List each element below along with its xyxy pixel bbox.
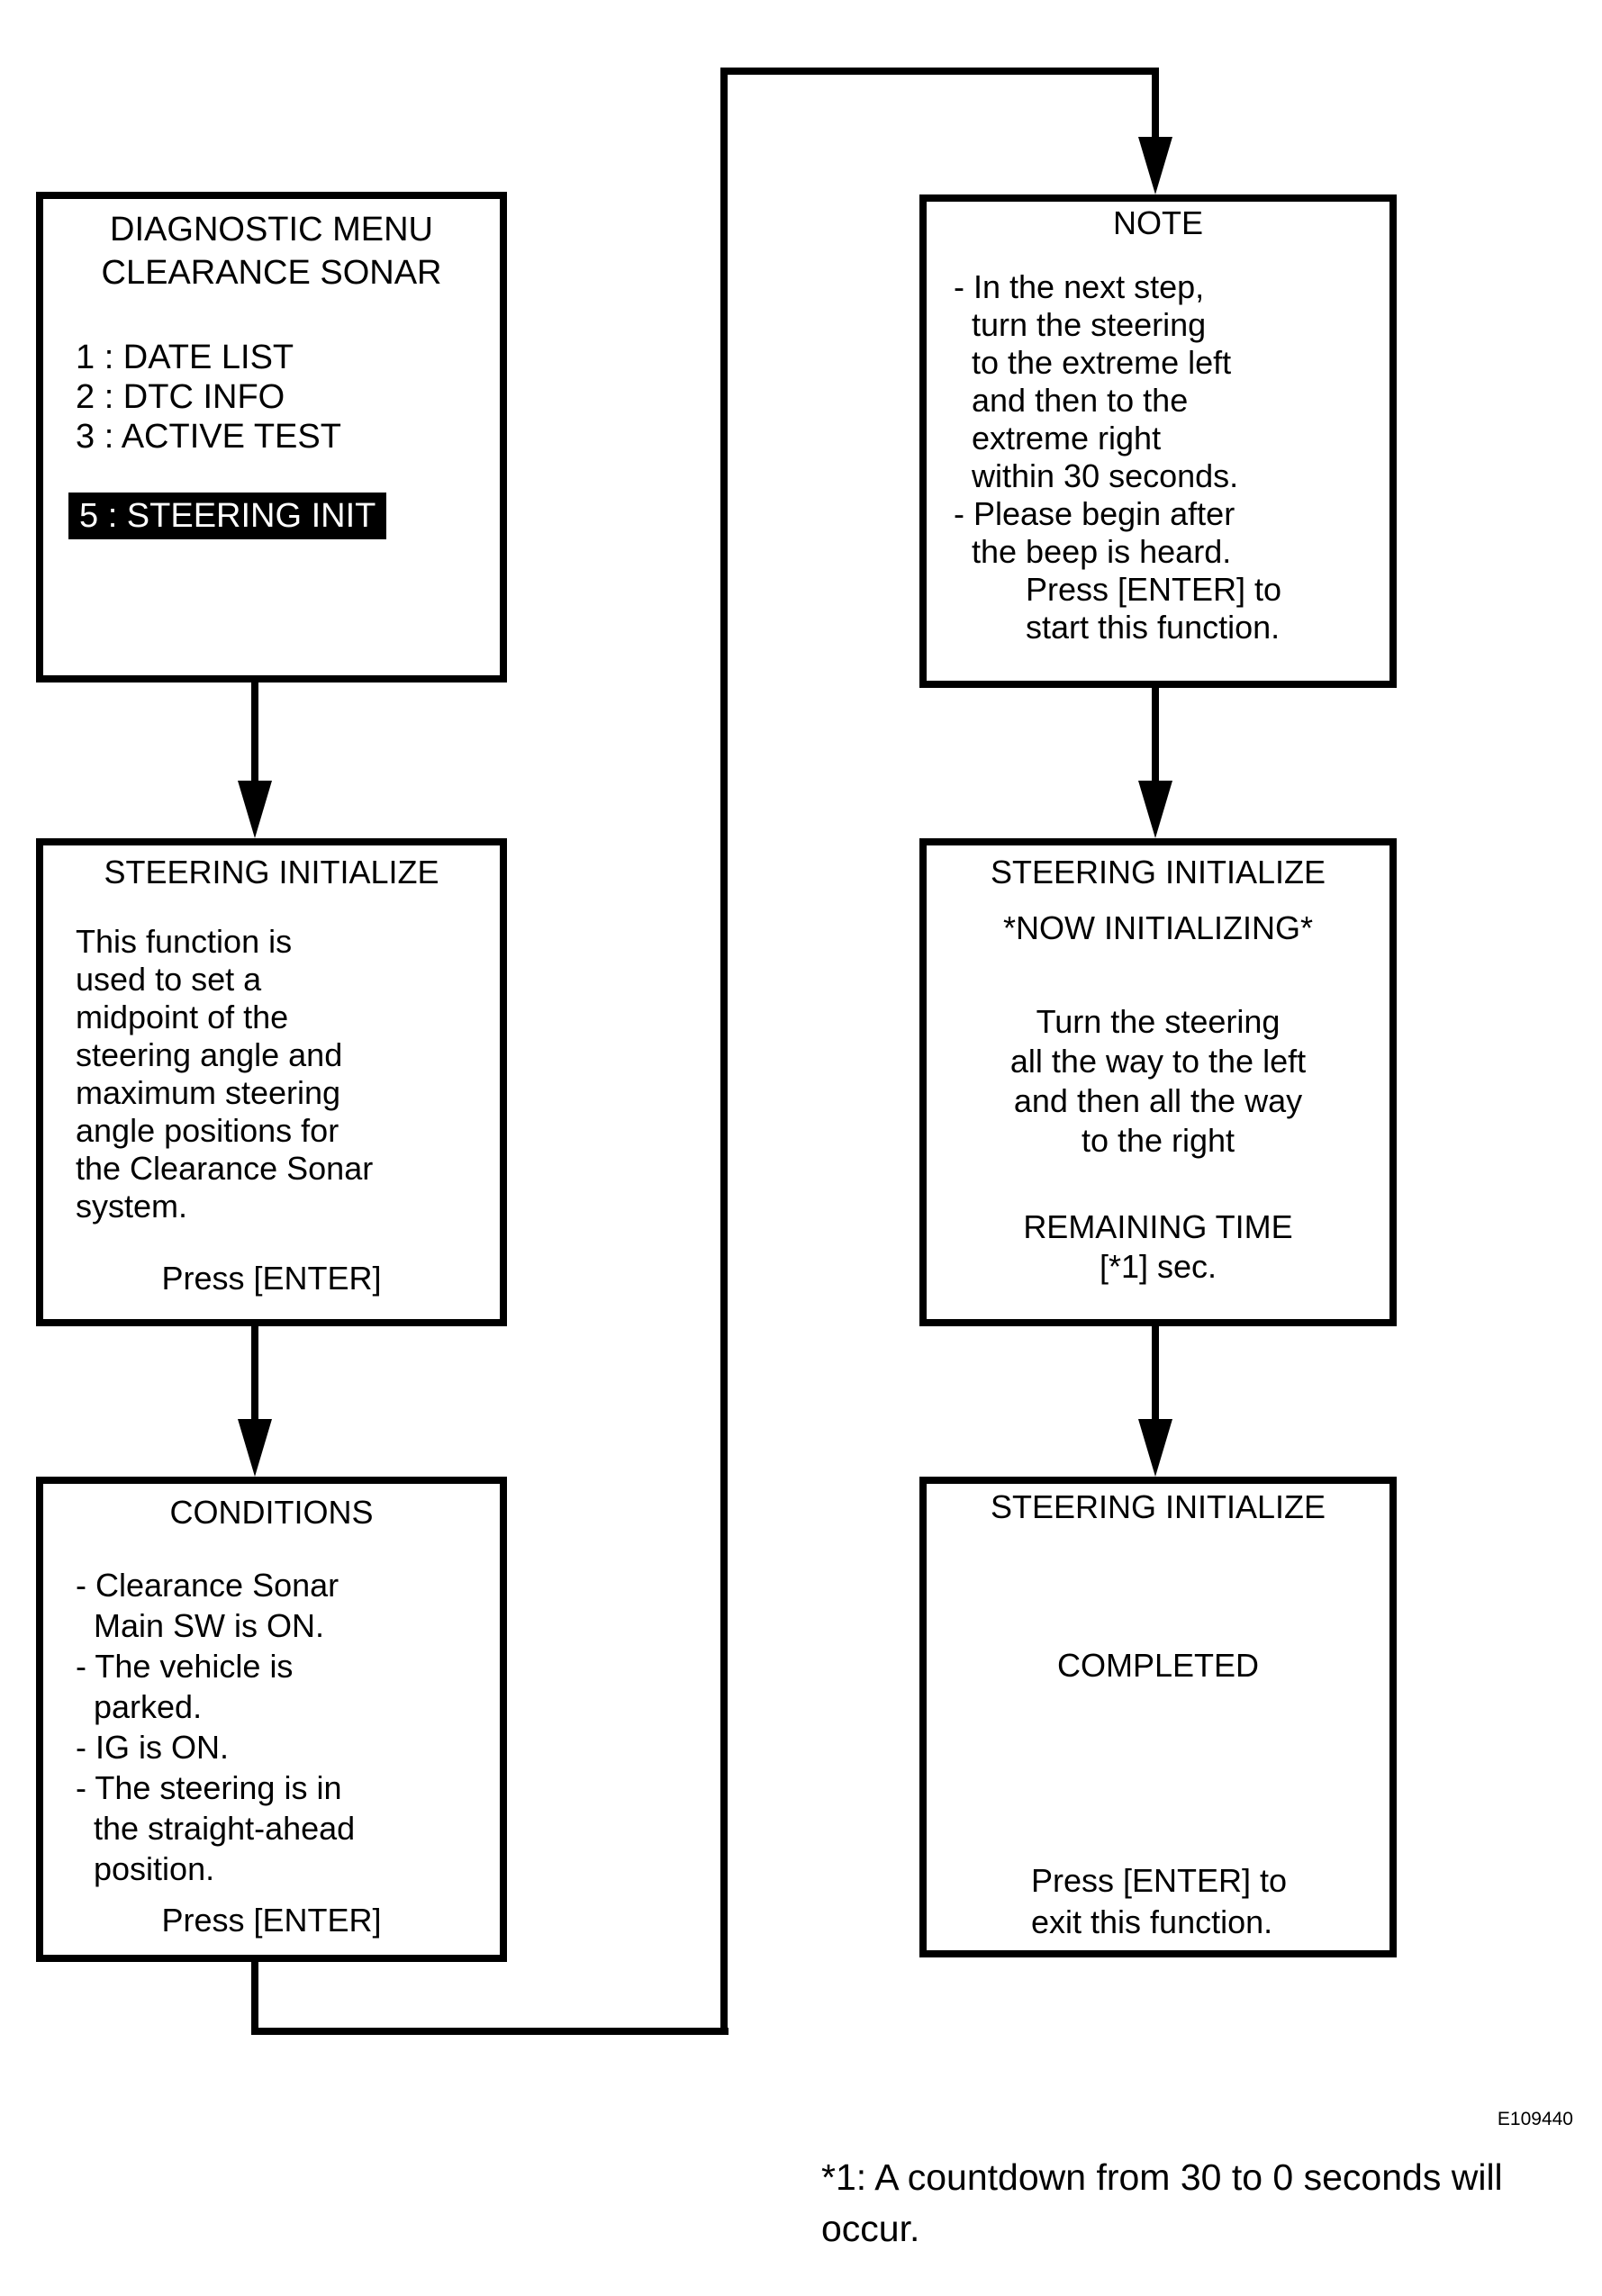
connector-note-to-nowinit <box>1152 688 1159 782</box>
arrow-down-icon <box>1138 781 1172 838</box>
connector-nowinit-to-completed <box>1152 1326 1159 1421</box>
arrow-down-icon <box>238 1419 272 1477</box>
press-enter-label: Press [ENTER] <box>161 1260 382 1297</box>
screen-now-initializing: STEERING INITIALIZE *NOW INITIALIZING* T… <box>919 838 1397 1326</box>
remaining-time-label: REMAINING TIME[*1] sec. <box>1023 1208 1293 1285</box>
connector-initialize-to-conditions <box>251 1326 258 1421</box>
note-title: NOTE <box>1112 204 1203 241</box>
connector-vertical-riser <box>720 68 728 2035</box>
completed-status: COMPLETED <box>1056 1647 1260 1684</box>
steering-initialize-title: STEERING INITIALIZE <box>990 854 1326 890</box>
press-enter-label: Press [ENTER] <box>161 1902 382 1939</box>
steering-initialize-title: STEERING INITIALIZE <box>104 854 439 890</box>
arrow-down-icon <box>1138 137 1172 194</box>
screen-conditions: CONDITIONS - Clearance Sonar Main SW is … <box>36 1477 507 1962</box>
screen-note: NOTE - In the next step, turn the steeri… <box>919 194 1397 688</box>
arrow-down-icon <box>1138 1419 1172 1477</box>
connector-bottom-horizontal <box>251 2028 729 2035</box>
conditions-title: CONDITIONS <box>169 1494 374 1531</box>
now-initializing-status: *NOW INITIALIZING* <box>1002 909 1314 946</box>
connector-top-to-note <box>1152 68 1159 140</box>
connector-top-horizontal <box>720 68 1159 75</box>
screen-completed: STEERING INITIALIZE COMPLETED Press [ENT… <box>919 1477 1397 1957</box>
figure-code: E109440 <box>1497 2109 1573 2129</box>
connector-menu-to-initialize <box>251 682 258 782</box>
connector-conditions-down <box>251 1962 258 2035</box>
note-body: - In the next step, turn the steering to… <box>954 268 1282 646</box>
arrow-down-icon <box>238 781 272 838</box>
footnote: *1: A countdown from 30 to 0 seconds wil… <box>821 2156 1503 2249</box>
menu-item-steering-init-selected: 5 : STEERING INIT <box>68 493 387 539</box>
steering-initialize-title: STEERING INITIALIZE <box>990 1488 1326 1525</box>
conditions-list: - Clearance Sonar Main SW is ON.- The ve… <box>76 1567 356 1887</box>
